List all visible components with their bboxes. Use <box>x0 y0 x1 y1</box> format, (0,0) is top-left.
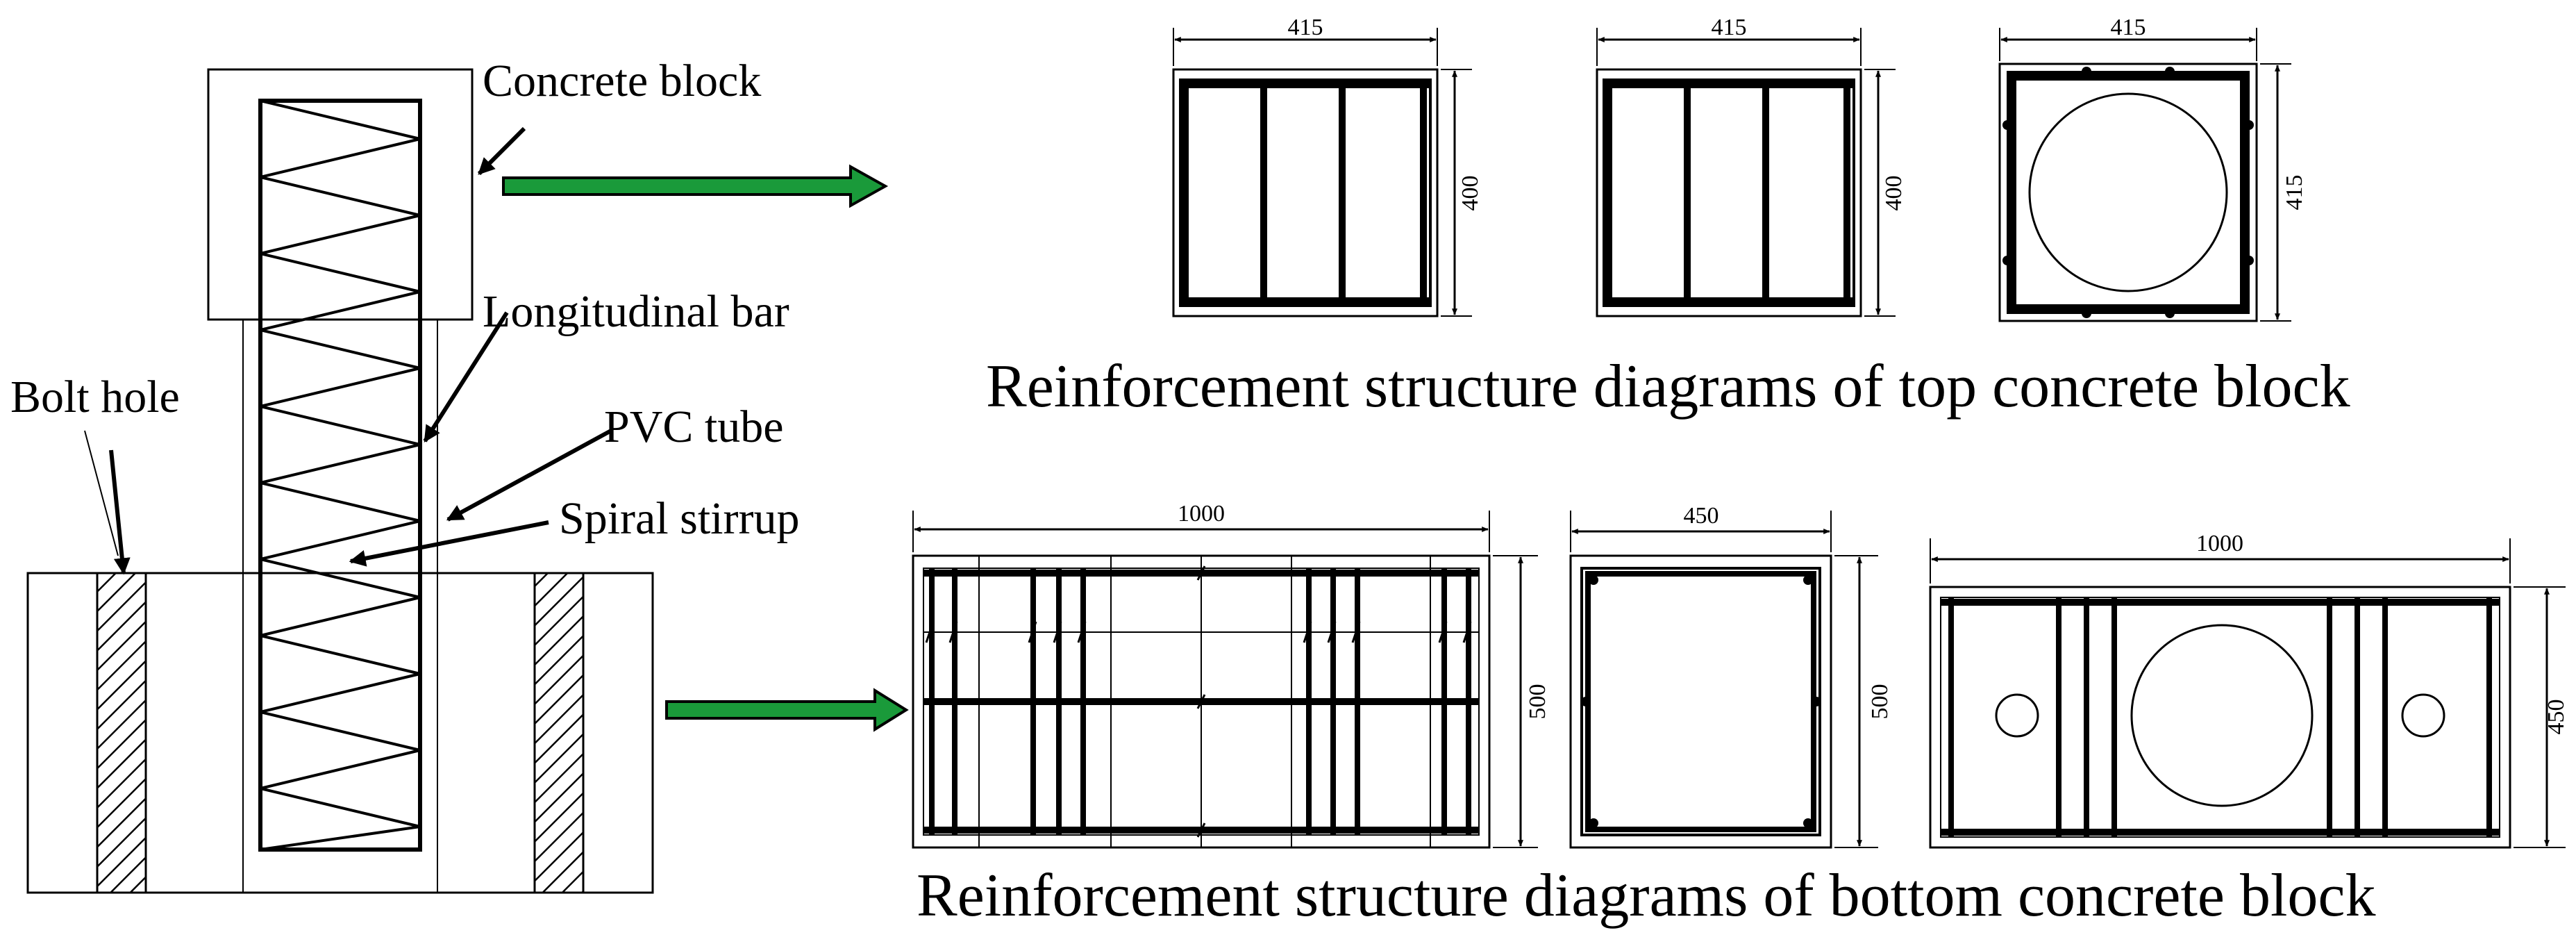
bottom-view-1 <box>912 511 1538 849</box>
column-labels: Concrete block Longitudinal bar Bolt hol… <box>10 56 799 544</box>
top-view-3-height: 415 <box>2282 175 2307 210</box>
spiral-stirrup <box>260 99 421 851</box>
label-bolt-hole: Bolt hole <box>10 372 180 422</box>
label-spiral-stirrup: Spiral stirrup <box>559 493 799 544</box>
top-view-3-width: 415 <box>2111 15 2146 40</box>
top-block-caption: Reinforcement structure diagrams of top … <box>986 353 2350 420</box>
bottom-block-caption: Reinforcement structure diagrams of bott… <box>917 862 2375 929</box>
top-block-diagrams: 415 400 415 400 <box>986 15 2350 420</box>
bottom-view-1-height: 500 <box>1525 684 1550 720</box>
bottom-view-2 <box>1569 511 1878 849</box>
top-view-2 <box>1596 28 1896 317</box>
bottom-view-2-height: 500 <box>1867 684 1893 720</box>
top-view-1 <box>1172 28 1472 317</box>
top-view-3 <box>1998 28 2291 322</box>
top-view-1-height: 400 <box>1457 176 1483 211</box>
bottom-view-3 <box>1929 538 2566 849</box>
bottom-view-1-width: 1000 <box>1178 501 1225 527</box>
bolt-hole-right <box>533 572 585 894</box>
pvc-tube <box>242 319 438 893</box>
leader-lines <box>109 126 612 575</box>
bolt-hole-thin-leader <box>84 430 119 556</box>
top-view-2-height: 400 <box>1881 176 1907 211</box>
bottom-view-2-width: 450 <box>1684 503 1719 529</box>
bottom-block-diagrams: 1000 500 450 500 <box>912 501 2569 929</box>
green-arrow-top <box>502 164 889 208</box>
bottom-view-3-height: 450 <box>2543 700 2569 735</box>
column-specimen <box>26 68 654 894</box>
label-concrete-block: Concrete block <box>483 56 761 106</box>
longitudinal-bar-cage <box>258 99 422 852</box>
green-arrow-bottom <box>665 688 909 732</box>
top-view-2-width: 415 <box>1712 15 1747 40</box>
top-concrete-block <box>207 68 474 321</box>
bottom-view-3-width: 1000 <box>2196 531 2243 556</box>
label-pvc-tube: PVC tube <box>604 402 784 452</box>
top-view-1-width: 415 <box>1288 15 1323 40</box>
label-longitudinal-bar: Longitudinal bar <box>483 286 789 337</box>
bolt-hole-left <box>96 572 147 894</box>
